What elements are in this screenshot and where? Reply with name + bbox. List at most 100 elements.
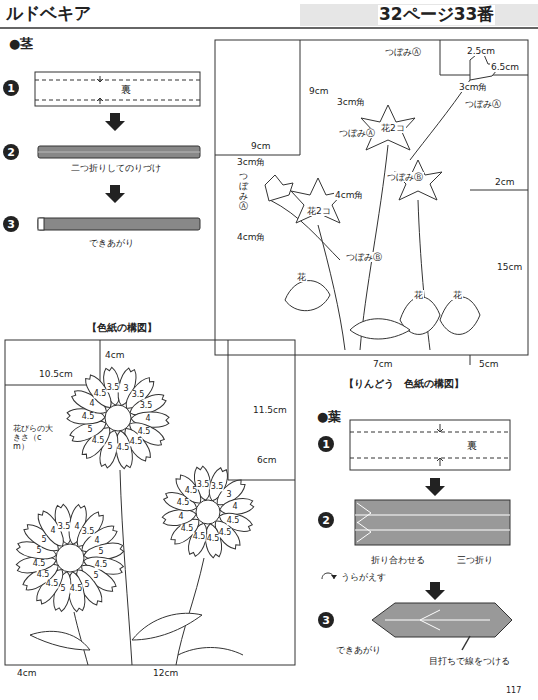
flower-center bbox=[56, 544, 84, 572]
page-ref: 32ページ33番 bbox=[378, 5, 495, 25]
dimension-label: 9cm bbox=[250, 141, 271, 151]
petal-size: 4.5 bbox=[138, 427, 151, 436]
part-label: 花2コ bbox=[380, 123, 406, 133]
step-number-text: 1 bbox=[322, 438, 330, 451]
petal-size: 5 bbox=[98, 547, 103, 556]
step-caption: 目打ちで線をつける bbox=[428, 656, 511, 666]
petal-size: 5 bbox=[41, 535, 46, 544]
dimension-label: 3cm角 bbox=[236, 157, 266, 167]
petal-size: 4.5 bbox=[95, 560, 108, 569]
petal-size: 5 bbox=[93, 571, 98, 580]
petal-size: 3 bbox=[226, 490, 231, 499]
petal-size: 3.5 bbox=[58, 522, 71, 531]
petal-size: 4.5 bbox=[227, 516, 240, 525]
dimension-label: 2cm bbox=[494, 177, 515, 187]
petal-size: 4.5 bbox=[46, 579, 59, 588]
step-number-text: 2 bbox=[7, 146, 15, 159]
petal-size: 3.5 bbox=[211, 482, 224, 491]
petal-size: 3.5 bbox=[140, 401, 153, 410]
note: 花びらの大きさ（cm） bbox=[12, 424, 54, 452]
flower-center bbox=[105, 405, 131, 431]
dimension-label: 6cm bbox=[256, 455, 277, 465]
dimension-label: 4cm bbox=[16, 668, 37, 678]
step-number-text: 3 bbox=[7, 218, 15, 231]
dimension-label: 12cm bbox=[152, 668, 179, 678]
part-label: 花 bbox=[413, 290, 424, 300]
side-label: 裏 bbox=[120, 84, 132, 96]
step-caption: 三つ折り bbox=[456, 555, 494, 565]
petal-size: 4.5 bbox=[33, 559, 46, 568]
petal-size: 4.5 bbox=[70, 584, 83, 593]
part-label: つぼみⒶ bbox=[384, 47, 422, 57]
dimension-label: 3cm角 bbox=[336, 97, 366, 107]
part-label: つぼみⒶ bbox=[238, 172, 249, 212]
caption: 【りんどう 色紙の構図】 bbox=[343, 378, 465, 390]
dimension-label: 2.5cm bbox=[466, 46, 496, 56]
petal-size: 3.5 bbox=[107, 383, 120, 392]
petal-size: 4 bbox=[94, 536, 99, 545]
dimension-label: 3cm角 bbox=[458, 82, 488, 92]
dimension-label: 4cm角 bbox=[334, 190, 364, 200]
petal-size: 4.5 bbox=[117, 443, 130, 452]
page-number: 117 bbox=[505, 686, 522, 695]
step-number: 3 bbox=[318, 612, 334, 628]
part-label: つぼみⒷ bbox=[345, 252, 383, 262]
petal-size: 5 bbox=[60, 584, 65, 593]
page-title: ルドベキア bbox=[5, 4, 92, 24]
petal-size: 4.5 bbox=[82, 412, 95, 421]
part-label: つぼみⒷ bbox=[386, 172, 424, 182]
petal-size: 4.5 bbox=[193, 532, 206, 541]
petal-size: 3 bbox=[123, 384, 128, 393]
petal-size: 4 bbox=[145, 414, 150, 423]
petal-size: 4.5 bbox=[130, 437, 143, 446]
step-number-text: 2 bbox=[322, 514, 330, 527]
petal-size: 4 bbox=[89, 399, 94, 408]
step-caption: 折り合わせる bbox=[370, 555, 426, 565]
dimension-label: 9cm bbox=[308, 86, 329, 96]
petal-size: 4.5 bbox=[94, 389, 107, 398]
step-number: 2 bbox=[318, 512, 334, 528]
part-label: 花 bbox=[452, 290, 463, 300]
dimension-label: 7cm bbox=[372, 359, 393, 369]
petal-size: 4 bbox=[74, 522, 79, 531]
step-number-text: 1 bbox=[7, 82, 15, 95]
dimension-label: 6.5cm bbox=[490, 62, 520, 72]
petal-size: 4.5 bbox=[177, 498, 190, 507]
petal-size: 4.5 bbox=[219, 528, 232, 537]
section-heading: ●茎 bbox=[8, 37, 34, 52]
petal-size: 4 bbox=[178, 512, 183, 521]
part-label: つぼみⒶ bbox=[464, 99, 502, 109]
petal-size: 4 bbox=[50, 526, 55, 535]
step-number: 2 bbox=[3, 144, 19, 160]
step-caption: できあがり bbox=[335, 645, 382, 655]
step-number: 1 bbox=[3, 80, 19, 96]
step-number: 1 bbox=[318, 436, 334, 452]
dimension-label: 4cm角 bbox=[236, 232, 266, 242]
petal-size: 4.5 bbox=[37, 570, 50, 579]
part-label: 花2コ bbox=[306, 206, 332, 216]
part-label: つぼみⒶ bbox=[338, 128, 376, 138]
petal-size: 5 bbox=[36, 546, 41, 555]
petal-size: 3.5 bbox=[132, 390, 145, 399]
petal-size: 4.5 bbox=[185, 486, 198, 495]
dimension-label: 4cm bbox=[104, 350, 125, 360]
petal-size: 5 bbox=[107, 442, 112, 451]
petal-size: 3.5 bbox=[197, 480, 210, 489]
side-label: 裏 bbox=[466, 440, 478, 452]
petal-size: 4 bbox=[232, 502, 237, 511]
step-number-text: 3 bbox=[322, 614, 330, 627]
dimension-label: 11.5cm bbox=[252, 405, 288, 415]
caption: 【色紙の構図】 bbox=[86, 322, 158, 334]
petal-size: 4.5 bbox=[181, 524, 194, 533]
dimension-label: 15cm bbox=[496, 262, 523, 272]
petal-size: 5 bbox=[84, 580, 89, 589]
step-caption: うらがえす bbox=[340, 572, 387, 582]
petal-size: 3.5 bbox=[82, 527, 95, 536]
step-caption: 二つ折りしてのりづけ bbox=[70, 163, 162, 173]
dimension-label: 10.5cm bbox=[38, 369, 74, 379]
dimension-label: 5cm bbox=[478, 359, 499, 369]
section-heading: ●葉 bbox=[316, 410, 342, 425]
petal-size: 4.5 bbox=[207, 534, 220, 543]
part-label: 花 bbox=[296, 272, 307, 282]
